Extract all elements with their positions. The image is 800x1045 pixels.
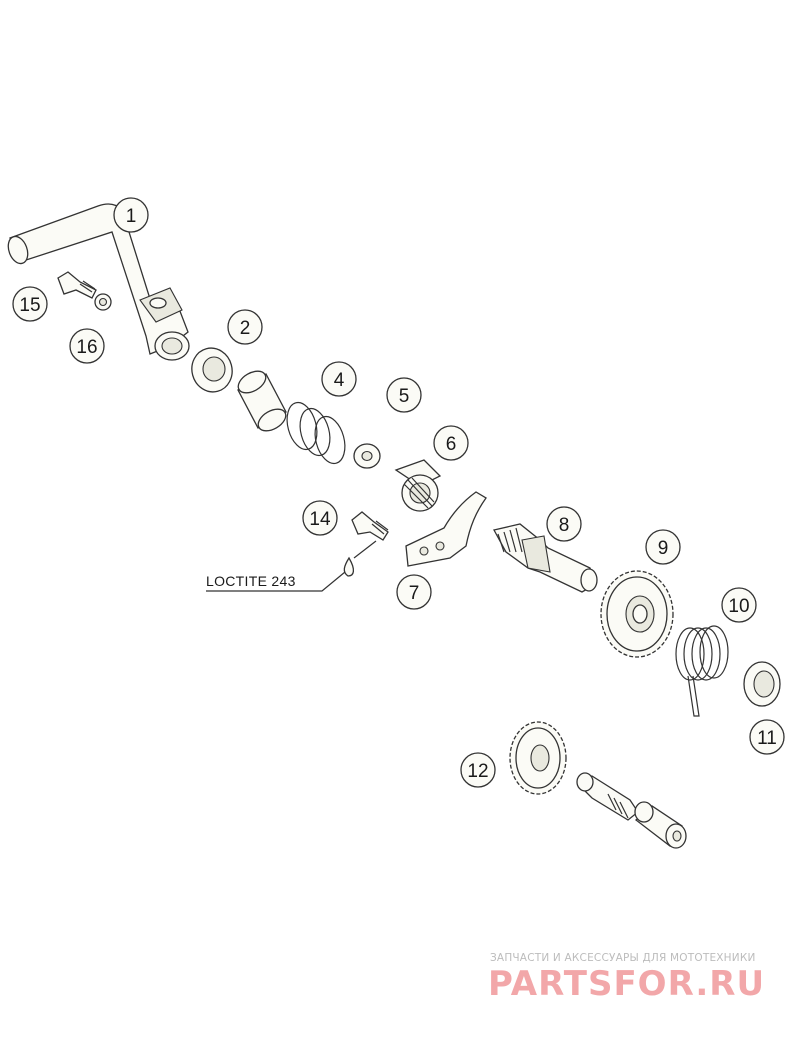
callout-2: 2: [227, 309, 263, 345]
ratchet-part-6: [394, 459, 442, 512]
kick-gear-part-9: [600, 570, 674, 658]
callout-1: 1: [113, 197, 149, 233]
callout-15: 15: [12, 286, 48, 322]
callout-label: 12: [467, 761, 488, 782]
torsion-spring-part-10: [675, 625, 729, 717]
callout-label: 2: [240, 318, 251, 339]
intermediate-gear-part-12: [509, 721, 567, 795]
spacer-sleeve: [634, 801, 687, 849]
thrust-washer-part-5: [353, 443, 381, 469]
callout-label: 9: [658, 538, 669, 559]
callout-11: 11: [749, 719, 785, 755]
callout-8: 8: [546, 506, 582, 542]
spring-rings-part-4: [286, 401, 346, 465]
seal-ring-part-2: [191, 347, 233, 393]
callout-label: 16: [76, 337, 97, 358]
watermark-brand: PARTSFOR.RU: [488, 964, 765, 1004]
watermark-tagline: ЗАПЧАСТИ И АКСЕССУАРЫ ДЛЯ МОТОТЕХНИКИ: [490, 952, 756, 964]
watermark: ЗАПЧАСТИ И АКСЕССУАРЫ ДЛЯ МОТОТЕХНИКИ PA…: [488, 952, 765, 1004]
loctite-note: LOCTITE 243: [206, 571, 346, 592]
loctite-label: LOCTITE 243: [206, 573, 296, 589]
callout-5: 5: [386, 377, 422, 413]
bolt-part-15: [57, 271, 97, 299]
callout-label: 10: [728, 596, 749, 617]
bushing-sleeve: [237, 370, 287, 432]
callout-label: 14: [309, 509, 331, 530]
callout-10: 10: [721, 587, 757, 623]
callout-label: 1: [126, 206, 137, 227]
callout-label: 6: [446, 434, 457, 455]
callout-label: 7: [409, 583, 420, 604]
bolt-part-14: [351, 511, 389, 559]
callout-label: 4: [334, 370, 345, 391]
callout-label: 15: [19, 295, 40, 316]
callout-7: 7: [396, 574, 432, 610]
washer-part-16: [94, 293, 112, 311]
callout-label: 11: [757, 728, 777, 749]
callout-label: 8: [559, 515, 570, 536]
callout-9: 9: [645, 529, 681, 565]
stop-plate-part-7: [405, 491, 487, 567]
callout-14: 14: [302, 500, 338, 536]
pin-bolt: [576, 772, 639, 821]
callout-16: 16: [69, 328, 105, 364]
bushing-ring-part-11: [743, 661, 781, 707]
callout-12: 12: [460, 752, 496, 788]
callout-4: 4: [321, 361, 357, 397]
callout-6: 6: [433, 425, 469, 461]
loctite-drop-icon: [343, 556, 355, 577]
callout-label: 5: [399, 386, 410, 407]
kick-shaft-part-8: [493, 523, 598, 593]
kick-lever-part: [7, 203, 190, 361]
